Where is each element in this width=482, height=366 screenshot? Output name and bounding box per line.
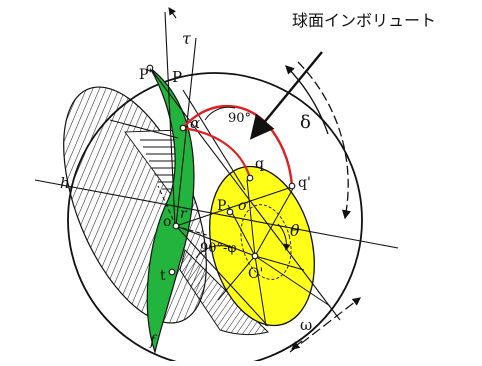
- label-p-top: P: [172, 68, 182, 86]
- label-alpha: α: [190, 114, 200, 132]
- point-alpha: [179, 124, 187, 132]
- label-o: o: [163, 214, 171, 230]
- label-angle-90: 90°: [228, 111, 251, 126]
- green-cone: [146, 67, 195, 355]
- label-o-prime: O': [248, 266, 263, 282]
- label-angle-90-phi: 90°-φ: [200, 241, 237, 256]
- yellow-inner-circle: [240, 204, 292, 280]
- label-r: r: [180, 206, 188, 222]
- sphere-outline: [67, 72, 363, 366]
- point-p-prime: [146, 64, 154, 72]
- omega-arrow-back: [291, 340, 303, 350]
- construction-points: [146, 64, 296, 276]
- point-o-prime: [251, 252, 259, 260]
- delta-arc: [297, 61, 351, 220]
- diagram-title: 球面インボリュート: [292, 11, 436, 30]
- point-q-prime: [288, 182, 296, 190]
- label-delta: δ: [300, 112, 311, 133]
- label-p-prime: P': [139, 67, 152, 83]
- point-q: [246, 174, 254, 182]
- label-h: h: [60, 174, 70, 192]
- involute-inner-curve: [182, 126, 252, 179]
- delta-arc-top: [285, 65, 329, 135]
- label-q-prime: q': [298, 175, 311, 191]
- point-p-mid: [226, 208, 234, 216]
- theta-arc: [277, 223, 291, 251]
- point-t: [168, 268, 176, 276]
- label-q: q: [255, 156, 264, 172]
- label-p-mid: P: [217, 198, 226, 214]
- construction-lines: [34, 11, 399, 327]
- point-o: [172, 222, 180, 230]
- omega-arrow: [289, 297, 361, 353]
- label-omega: ω: [300, 316, 312, 334]
- label-t: t: [160, 268, 166, 284]
- label-theta: θ: [290, 221, 300, 240]
- label-sigma: σ: [238, 198, 248, 214]
- phi-arc: [195, 245, 233, 259]
- title-pointer-arrow: [249, 51, 323, 140]
- tau-arrow: [168, 7, 177, 19]
- label-tau: τ: [182, 29, 192, 48]
- label-f: f: [149, 333, 158, 349]
- angle-90-arc: [204, 106, 236, 121]
